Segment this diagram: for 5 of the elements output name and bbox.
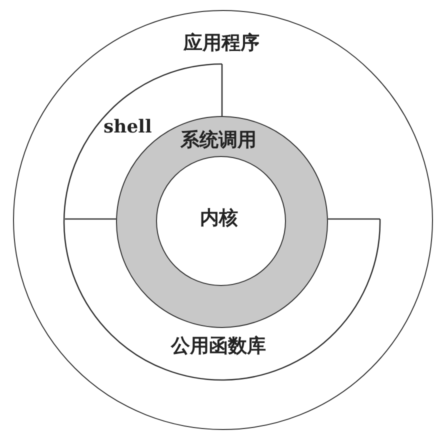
region-label: 系统调用 xyxy=(180,128,256,154)
region-label: 应用程序 xyxy=(184,30,260,56)
region-label: shell xyxy=(104,116,152,138)
region-label: 内核 xyxy=(200,206,238,232)
region-label: 公用函数库 xyxy=(171,334,266,359)
